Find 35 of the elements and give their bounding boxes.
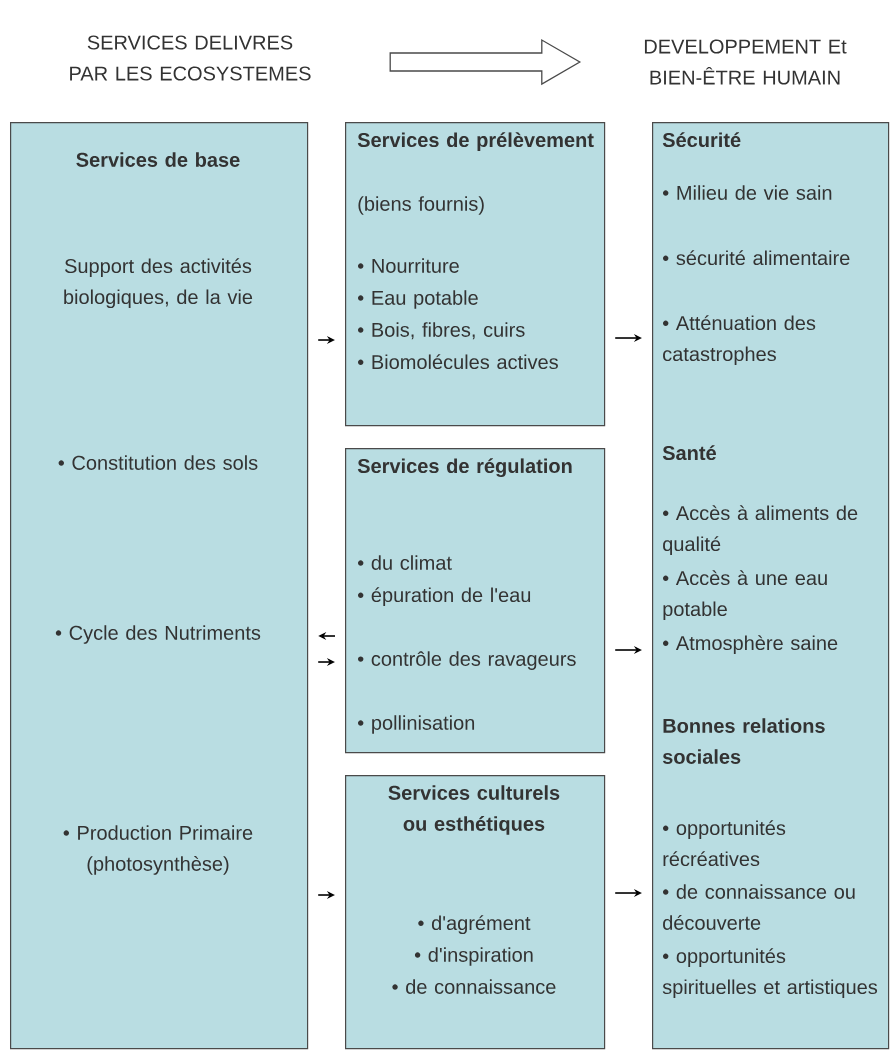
bullet-item: • Milieu de vie sain xyxy=(663,185,832,200)
bullet-item: • Accès à aliments de qualité xyxy=(663,505,858,556)
bullet-item: • Biomolécules actives xyxy=(358,354,558,370)
bullet-item: • d'inspiration xyxy=(414,947,533,966)
box-heading: Santé xyxy=(662,445,716,461)
bullet-item: • contrôle des ravageurs xyxy=(358,651,576,670)
box-text: Support des activités biologiques, de la vie xyxy=(64,258,253,309)
box-text: (biens fournis) xyxy=(358,196,484,215)
box-heading: Services culturels ou esthétiques xyxy=(388,785,560,835)
box-text: • Cycle des Nutriments xyxy=(55,625,261,644)
bullet-item: • de connaissance ou découverte xyxy=(663,884,855,930)
box-text: • Production Primaire (photosynthèse) xyxy=(63,825,253,875)
bullet-item: • épuration de l'eau xyxy=(358,587,531,607)
bullet-item: • sécurité alimentaire xyxy=(663,250,850,266)
header-text: DEVELOPPEMENT Et BIEN-ÊTRE HUMAIN xyxy=(644,39,847,85)
bullet-item: • Accès à une eau potable xyxy=(663,570,827,621)
bullet-item: • Atténuation des catastrophes xyxy=(663,315,816,366)
bullet-item: • opportunités spirituelles et artistiques xyxy=(662,948,878,999)
box-heading: Sécurité xyxy=(662,132,741,148)
box-heading: Bonnes relations sociales xyxy=(662,718,825,764)
block-arrow xyxy=(389,38,582,86)
bullet-item: • Eau potable xyxy=(358,290,478,309)
bullet-item: • Nourriture xyxy=(358,258,459,273)
box-heading: Services de base xyxy=(76,152,240,167)
bullet-item: • Atmosphère saine xyxy=(663,635,838,655)
bullet-item: • de connaissance xyxy=(392,979,556,994)
bullet-item: • Bois, fibres, cuirs xyxy=(358,322,525,340)
bullet-item: • pollinisation xyxy=(358,715,475,734)
header-text: SERVICES DELIVRES PAR LES ECOSYSTEMES xyxy=(70,35,311,81)
bullet-item: • du climat xyxy=(358,555,452,570)
bullet-item: • d'agrément xyxy=(418,915,531,935)
box-text: • Constitution des sols xyxy=(58,455,258,470)
box-heading: Services de prélèvement xyxy=(357,132,594,152)
bullet-item: • opportunités récréatives xyxy=(663,820,786,867)
box-heading: Services de régulation xyxy=(357,458,572,478)
